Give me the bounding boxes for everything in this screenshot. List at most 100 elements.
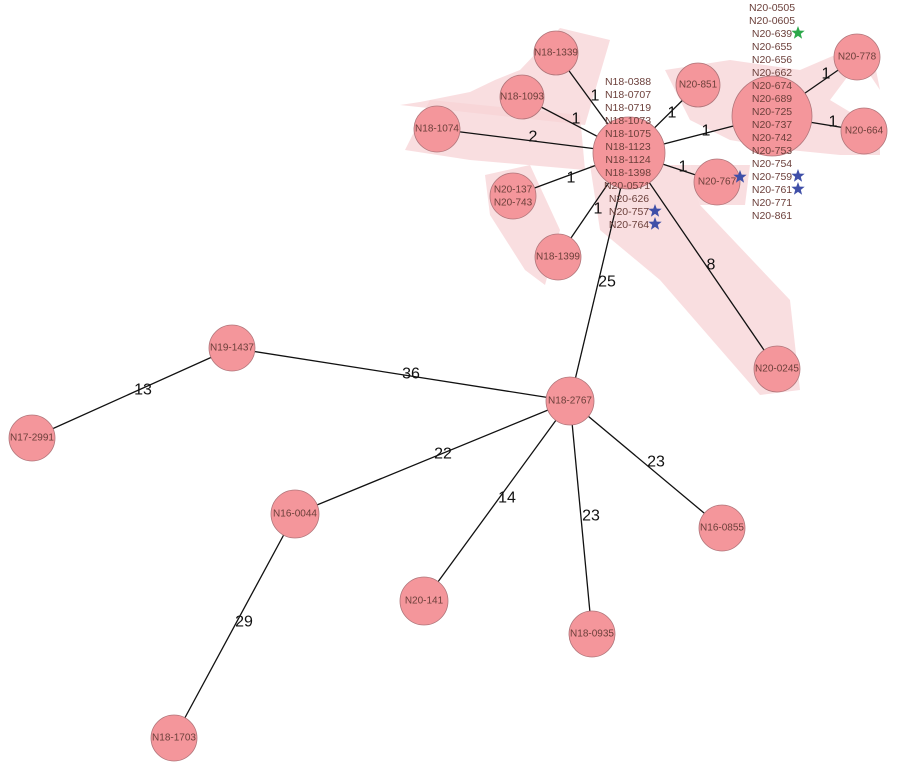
- node-n767: N20-767: [693, 158, 747, 206]
- node-circle: [731, 75, 813, 157]
- node-label: N18-2767: [548, 396, 592, 407]
- member-label: N20-757: [609, 206, 649, 218]
- member-label: N20-0505: [749, 2, 795, 14]
- node-label: N20-141: [405, 596, 444, 607]
- node-c2: [731, 75, 813, 157]
- node-circle: [208, 324, 256, 372]
- node-label: N16-0044: [273, 509, 317, 520]
- edge-n2767-n0935: [569, 400, 593, 635]
- node-n664: N20-664: [840, 107, 888, 155]
- blue-star-icon: [733, 170, 747, 183]
- edge-label: 8: [707, 257, 716, 274]
- member-label: N20-674: [752, 80, 792, 92]
- edge-label: 23: [582, 508, 600, 525]
- node-label: N20-0245: [755, 364, 799, 375]
- member-label: N20-771: [752, 197, 792, 209]
- node-circle: [840, 107, 888, 155]
- member-label: N20-662: [752, 67, 792, 79]
- edge-n2767-n141: [423, 400, 571, 602]
- node-circle: [399, 576, 449, 626]
- edge-label: 1: [572, 111, 581, 128]
- member-label: N18-0719: [605, 102, 651, 114]
- edge-label: 2: [529, 129, 538, 146]
- node-circle: [545, 376, 595, 426]
- nodes-layer: N18-1339N18-1093N18-1074N20-137N20-743N1…: [8, 30, 888, 762]
- edge-label: 23: [647, 454, 665, 471]
- edge-label: 1: [679, 159, 688, 176]
- member-label: N20-639: [752, 28, 792, 40]
- edge-label: 13: [134, 382, 152, 399]
- edge-label: 22: [434, 446, 452, 463]
- member-label: N20-655: [752, 41, 792, 53]
- member-list-c1: N18-0388N18-0707N18-0719N18-1073N18-1075…: [604, 76, 662, 231]
- member-label: N18-1123: [605, 141, 650, 153]
- member-label: N20-725: [752, 106, 792, 118]
- member-label: N20-737: [752, 119, 792, 131]
- node-n0935: N18-0935: [568, 610, 616, 658]
- node-n0245: N20-0245: [753, 345, 801, 393]
- edge-label: 14: [498, 490, 516, 507]
- node-circle: [150, 714, 198, 762]
- member-label: N18-0707: [605, 89, 651, 101]
- edge-label: 1: [702, 123, 711, 140]
- node-n0855: N16-0855: [698, 504, 746, 552]
- member-label: N20-753: [752, 145, 792, 157]
- node-label: N18-1093: [500, 92, 544, 103]
- node-label: N20-778: [838, 52, 877, 63]
- node-circle: [413, 105, 461, 153]
- node-n1437: N19-1437: [208, 324, 256, 372]
- node-circle: [693, 158, 741, 206]
- node-label: N18-1399: [536, 252, 580, 263]
- blue-star-icon: [648, 217, 662, 230]
- edge-label: 1: [591, 88, 600, 105]
- node-label: N17-2991: [10, 433, 54, 444]
- node-n2767: N18-2767: [545, 376, 595, 426]
- node-label: N18-1339: [534, 48, 578, 59]
- node-circle: [270, 489, 320, 539]
- edge-n2767-n0044: [294, 400, 571, 515]
- member-label: N20-861: [752, 210, 792, 222]
- member-list-c2: N20-0505N20-0605N20-639N20-655N20-656N20…: [749, 2, 805, 222]
- node-label: N19-1437: [210, 343, 254, 354]
- node-n1339: N18-1339: [533, 30, 579, 76]
- member-label: N18-0388: [605, 76, 651, 88]
- node-circle: [534, 233, 582, 281]
- edge-label: 29: [235, 614, 253, 631]
- member-label: N18-1398: [605, 167, 651, 179]
- cluster-highlight: [590, 165, 800, 395]
- node-n1093: N18-1093: [499, 74, 545, 120]
- green-star-icon: [791, 26, 805, 39]
- node-circle: [675, 62, 721, 108]
- edge-label: 1: [567, 170, 576, 187]
- node-circle: [592, 116, 666, 190]
- edge-label: 1: [829, 114, 838, 131]
- member-label: N20-754: [752, 158, 792, 170]
- blue-star-icon: [791, 169, 805, 182]
- member-lists-layer: N18-0388N18-0707N18-0719N18-1073N18-1075…: [604, 2, 805, 231]
- member-label: N20-689: [752, 93, 792, 105]
- member-label: N20-764: [609, 219, 649, 231]
- member-label: N18-1075: [605, 128, 651, 140]
- node-n851: N20-851: [675, 62, 721, 108]
- member-label: N20-0571: [604, 180, 650, 192]
- edge-n2767-n0855: [569, 400, 723, 529]
- edge-label: 1: [822, 66, 831, 83]
- node-label: N20-664: [845, 126, 884, 137]
- node-label: N20-743: [494, 198, 533, 209]
- node-n1399: N18-1399: [534, 233, 582, 281]
- member-label: N20-742: [752, 132, 792, 144]
- node-n1703: N18-1703: [150, 714, 198, 762]
- node-n778: N20-778: [833, 33, 881, 81]
- member-label: N18-1124: [605, 154, 650, 166]
- node-label: N16-0855: [700, 523, 744, 534]
- edge-c1-n0245: [628, 152, 778, 370]
- edge-c1-n2767: [569, 152, 630, 402]
- node-c1: [592, 116, 666, 190]
- node-circle: [499, 74, 545, 120]
- node-circle: [753, 345, 801, 393]
- node-label: N18-1074: [415, 124, 459, 135]
- node-label: N20-851: [679, 80, 718, 91]
